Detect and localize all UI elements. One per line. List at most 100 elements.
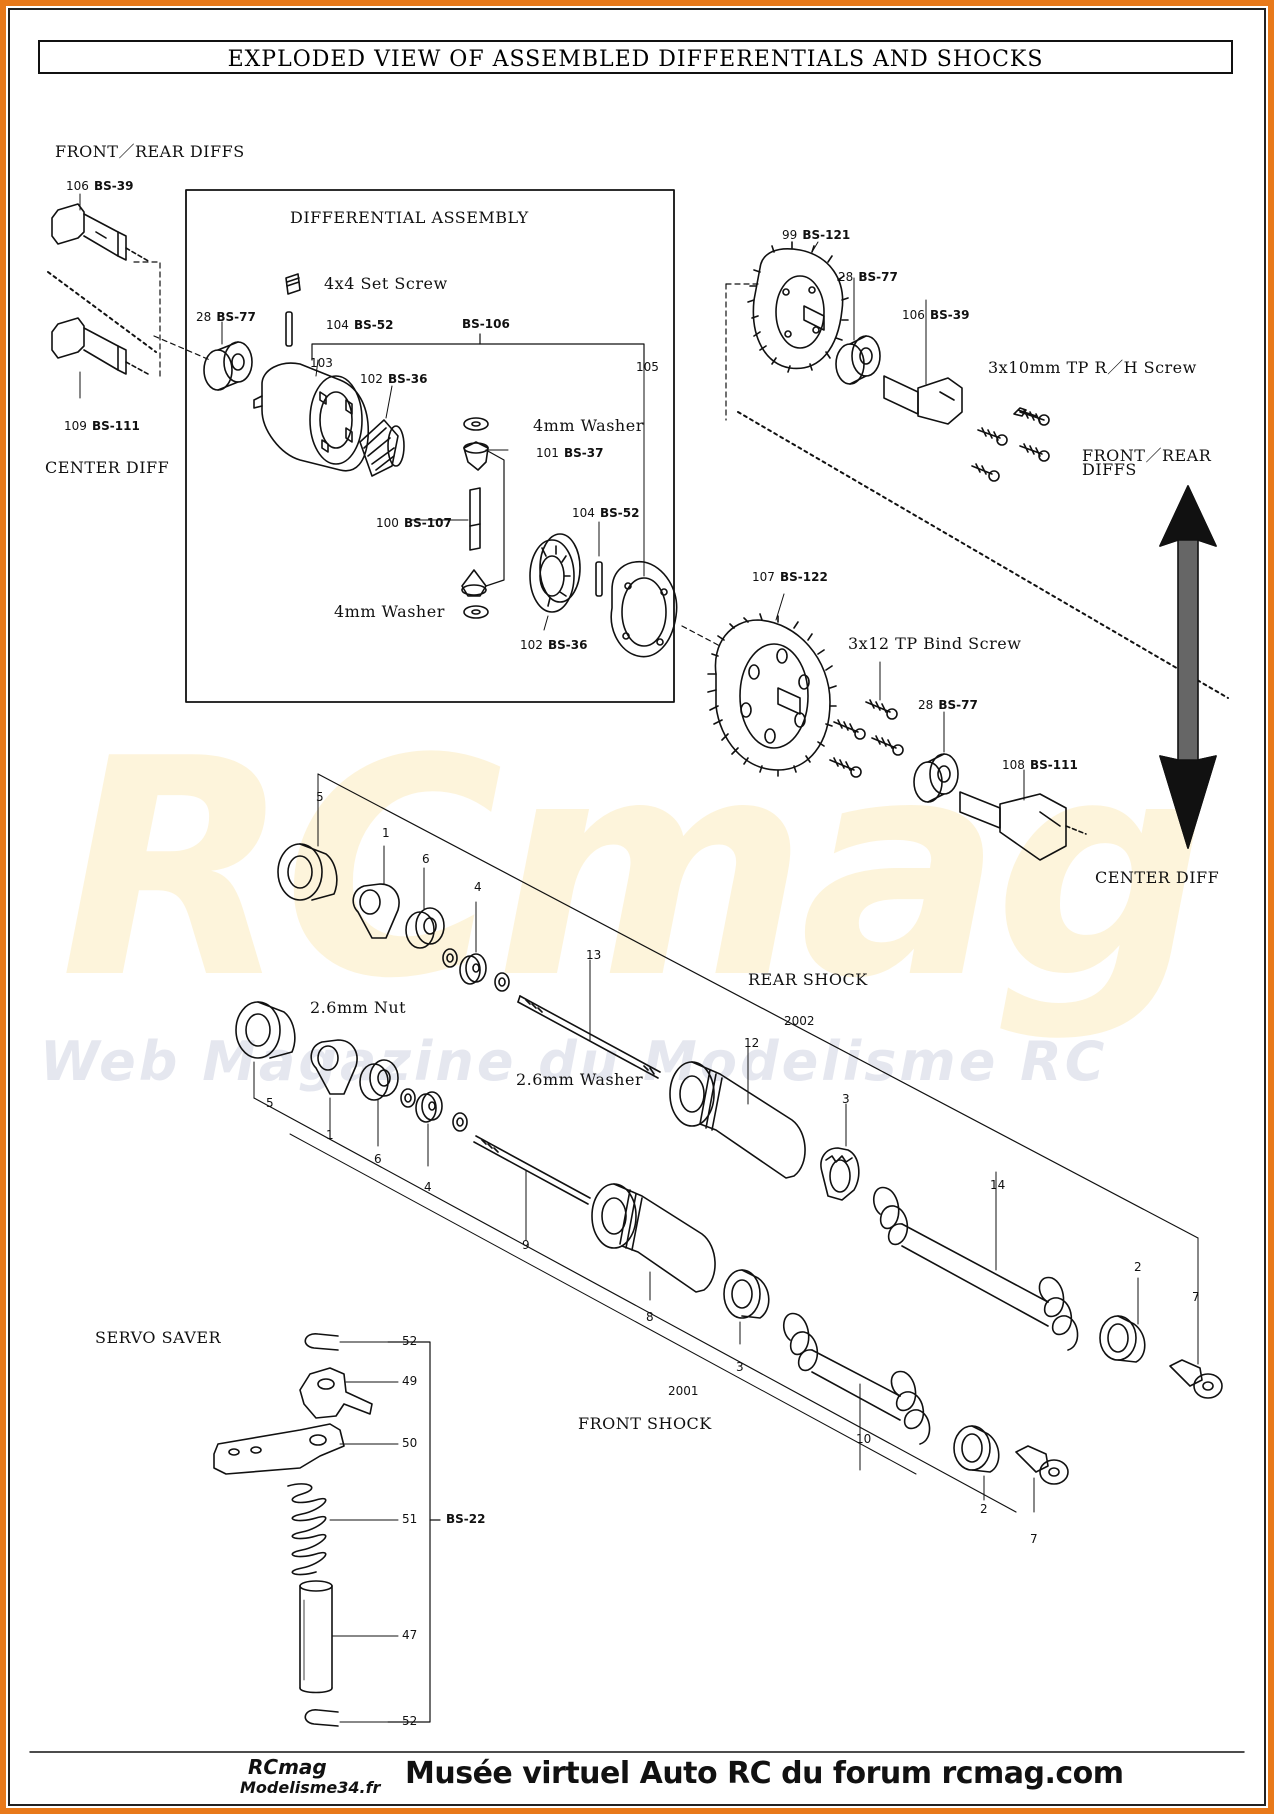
footer-logo-rcmag: RCmag [248,1755,327,1779]
part-99-bs121: 99 BS-121 [782,228,851,242]
part-102-bs36-lower: 102 BS-36 [520,638,588,652]
set-screw [285,273,301,295]
label-servo-saver: SERVO SAVER [95,1328,222,1347]
front-num-5: 5 [266,1096,274,1110]
part-102-bs36-upper: 102 BS-36 [360,372,428,386]
front-num-6: 6 [374,1152,382,1166]
saver-tube-47 [299,1580,399,1694]
bearing-bs77-left [203,341,253,391]
front-shock-collar-2 [953,1425,1000,1501]
pin-bs52-lower [595,521,603,597]
rear-num-6: 6 [422,852,430,866]
part-108-bs111: 108 BS-111 [1002,758,1078,772]
servo-num-52-top: 52 [402,1334,418,1348]
part-106-bs39-left: 106 BS-39 [66,179,134,193]
rear-num-13: 13 [586,948,602,962]
part-28-bs77-lower-right: 28 BS-77 [918,698,978,712]
label-front-shock: FRONT SHOCK [578,1414,712,1433]
rear-shock-ball-end-1 [352,845,400,939]
saver-spring-51 [287,1483,399,1576]
rear-shock-spring-14 [873,1171,1079,1351]
rear-shock-body-12 [669,1039,806,1179]
bearing-bs77-lower-right [913,711,959,803]
footer-text: Musée virtuel Auto RC du forum rcmag.com [405,1756,1124,1791]
watermark-logo: RCmag [60,695,1209,1044]
clip-52-bottom [304,1709,399,1727]
label-front-rear-diffs-right-1: FRONT／REAR [1082,446,1212,465]
label-center-diff-right: CENTER DIFF [1095,868,1220,887]
front-num-8: 8 [646,1310,654,1324]
front-shock-washer [452,1112,468,1132]
bevel-gear-102-upper [359,385,405,477]
part-104-bs52-lower: 104 BS-52 [572,506,640,520]
front-num-4: 4 [424,1180,432,1194]
label-center-diff-left: CENTER DIFF [45,458,170,477]
front-shock-shaft-9 [473,1135,591,1241]
pinion-101-bs37 [463,441,509,471]
part-105: 105 [636,360,659,374]
differential-assembly-frame [185,189,675,703]
bearing-bs77-upper-right [835,277,881,385]
rear-num-12: 12 [744,1036,760,1050]
front-shock-collar-3 [723,1269,770,1345]
rear-shock-cap-5 [277,795,338,901]
rear-num-3: 3 [842,1092,850,1106]
part-101-bs37: 101 BS-37 [536,446,604,460]
rear-num-1: 1 [382,826,390,840]
front-shock-spring-10 [783,1312,931,1471]
saver-arm-50 [213,1423,399,1475]
rear-num-5: 5 [316,790,324,804]
callout-tp-rh-screw: 3x10mm TP R／H Screw [988,358,1197,377]
front-num-9: 9 [522,1238,530,1252]
pinion-lower [461,569,487,597]
outdrive-bs111-right [959,769,1087,861]
rear-shock [277,795,1223,1399]
bevel-gear-102-lower [529,533,581,631]
front-shock-cap-5 [235,1001,296,1097]
servo-num-50: 50 [402,1436,418,1450]
front-shock-nut [400,1088,416,1108]
rear-shock-bushing-6 [405,867,445,949]
rear-shock-piston-4 [459,901,487,985]
rear-num-2: 2 [1134,1260,1142,1274]
part-bs106: BS-106 [462,317,510,331]
callout-washer-upper: 4mm Washer [533,416,644,435]
saver-horn-49 [299,1367,399,1419]
callout-washer-lower: 4mm Washer [334,602,445,621]
front-shock-rod-end-7 [1015,1445,1069,1513]
front-shock-bushing-6 [359,1059,399,1147]
rear-num-14: 14 [990,1178,1006,1192]
rear-shock-collar-2 [1099,1277,1146,1363]
ring-gear-bs121 [747,241,849,373]
diff-case-103 [253,359,370,472]
part-106-bs39-right: 106 BS-39 [902,308,970,322]
rear-shock-collar-3 [820,1103,860,1201]
front-shock [235,1001,1069,1513]
rear-shock-shaft-13 [517,959,661,1079]
servo-num-49: 49 [402,1374,418,1388]
part-100-bs107: 100 BS-107 [376,516,452,530]
front-num-7: 7 [1030,1532,1038,1546]
watermark-tagline: Web Magazine du Modelisme RC [40,1030,1108,1093]
tp-bind-screws [829,661,904,778]
outdrive-bs39-right [883,299,963,425]
cross-shaft-bs107 [409,487,481,551]
part-107-bs122: 107 BS-122 [752,570,828,584]
page-title: EXPLODED VIEW OF ASSEMBLED DIFFERENTIALS… [227,47,1044,72]
washer-4mm-upper [463,417,489,431]
pin-bs52-upper [285,311,293,347]
rear-kit-number: 2002 [784,1014,815,1028]
front-num-2: 2 [980,1502,988,1516]
title-box: EXPLODED VIEW OF ASSEMBLED DIFFERENTIALS… [38,40,1233,74]
callout-washer-26: 2.6mm Washer [516,1070,644,1089]
front-shock-ball-end-1 [310,1039,358,1135]
label-differential-assembly: DIFFERENTIAL ASSEMBLY [290,208,529,227]
label-front-rear-diffs-right-2: DIFFS [1082,460,1137,479]
double-arrow [1159,485,1217,849]
washer-4mm-lower [463,605,489,619]
rear-num-7: 7 [1192,1290,1200,1304]
spur-gear-bs122 [707,593,837,777]
servo-num-52-bottom: 52 [402,1714,418,1728]
